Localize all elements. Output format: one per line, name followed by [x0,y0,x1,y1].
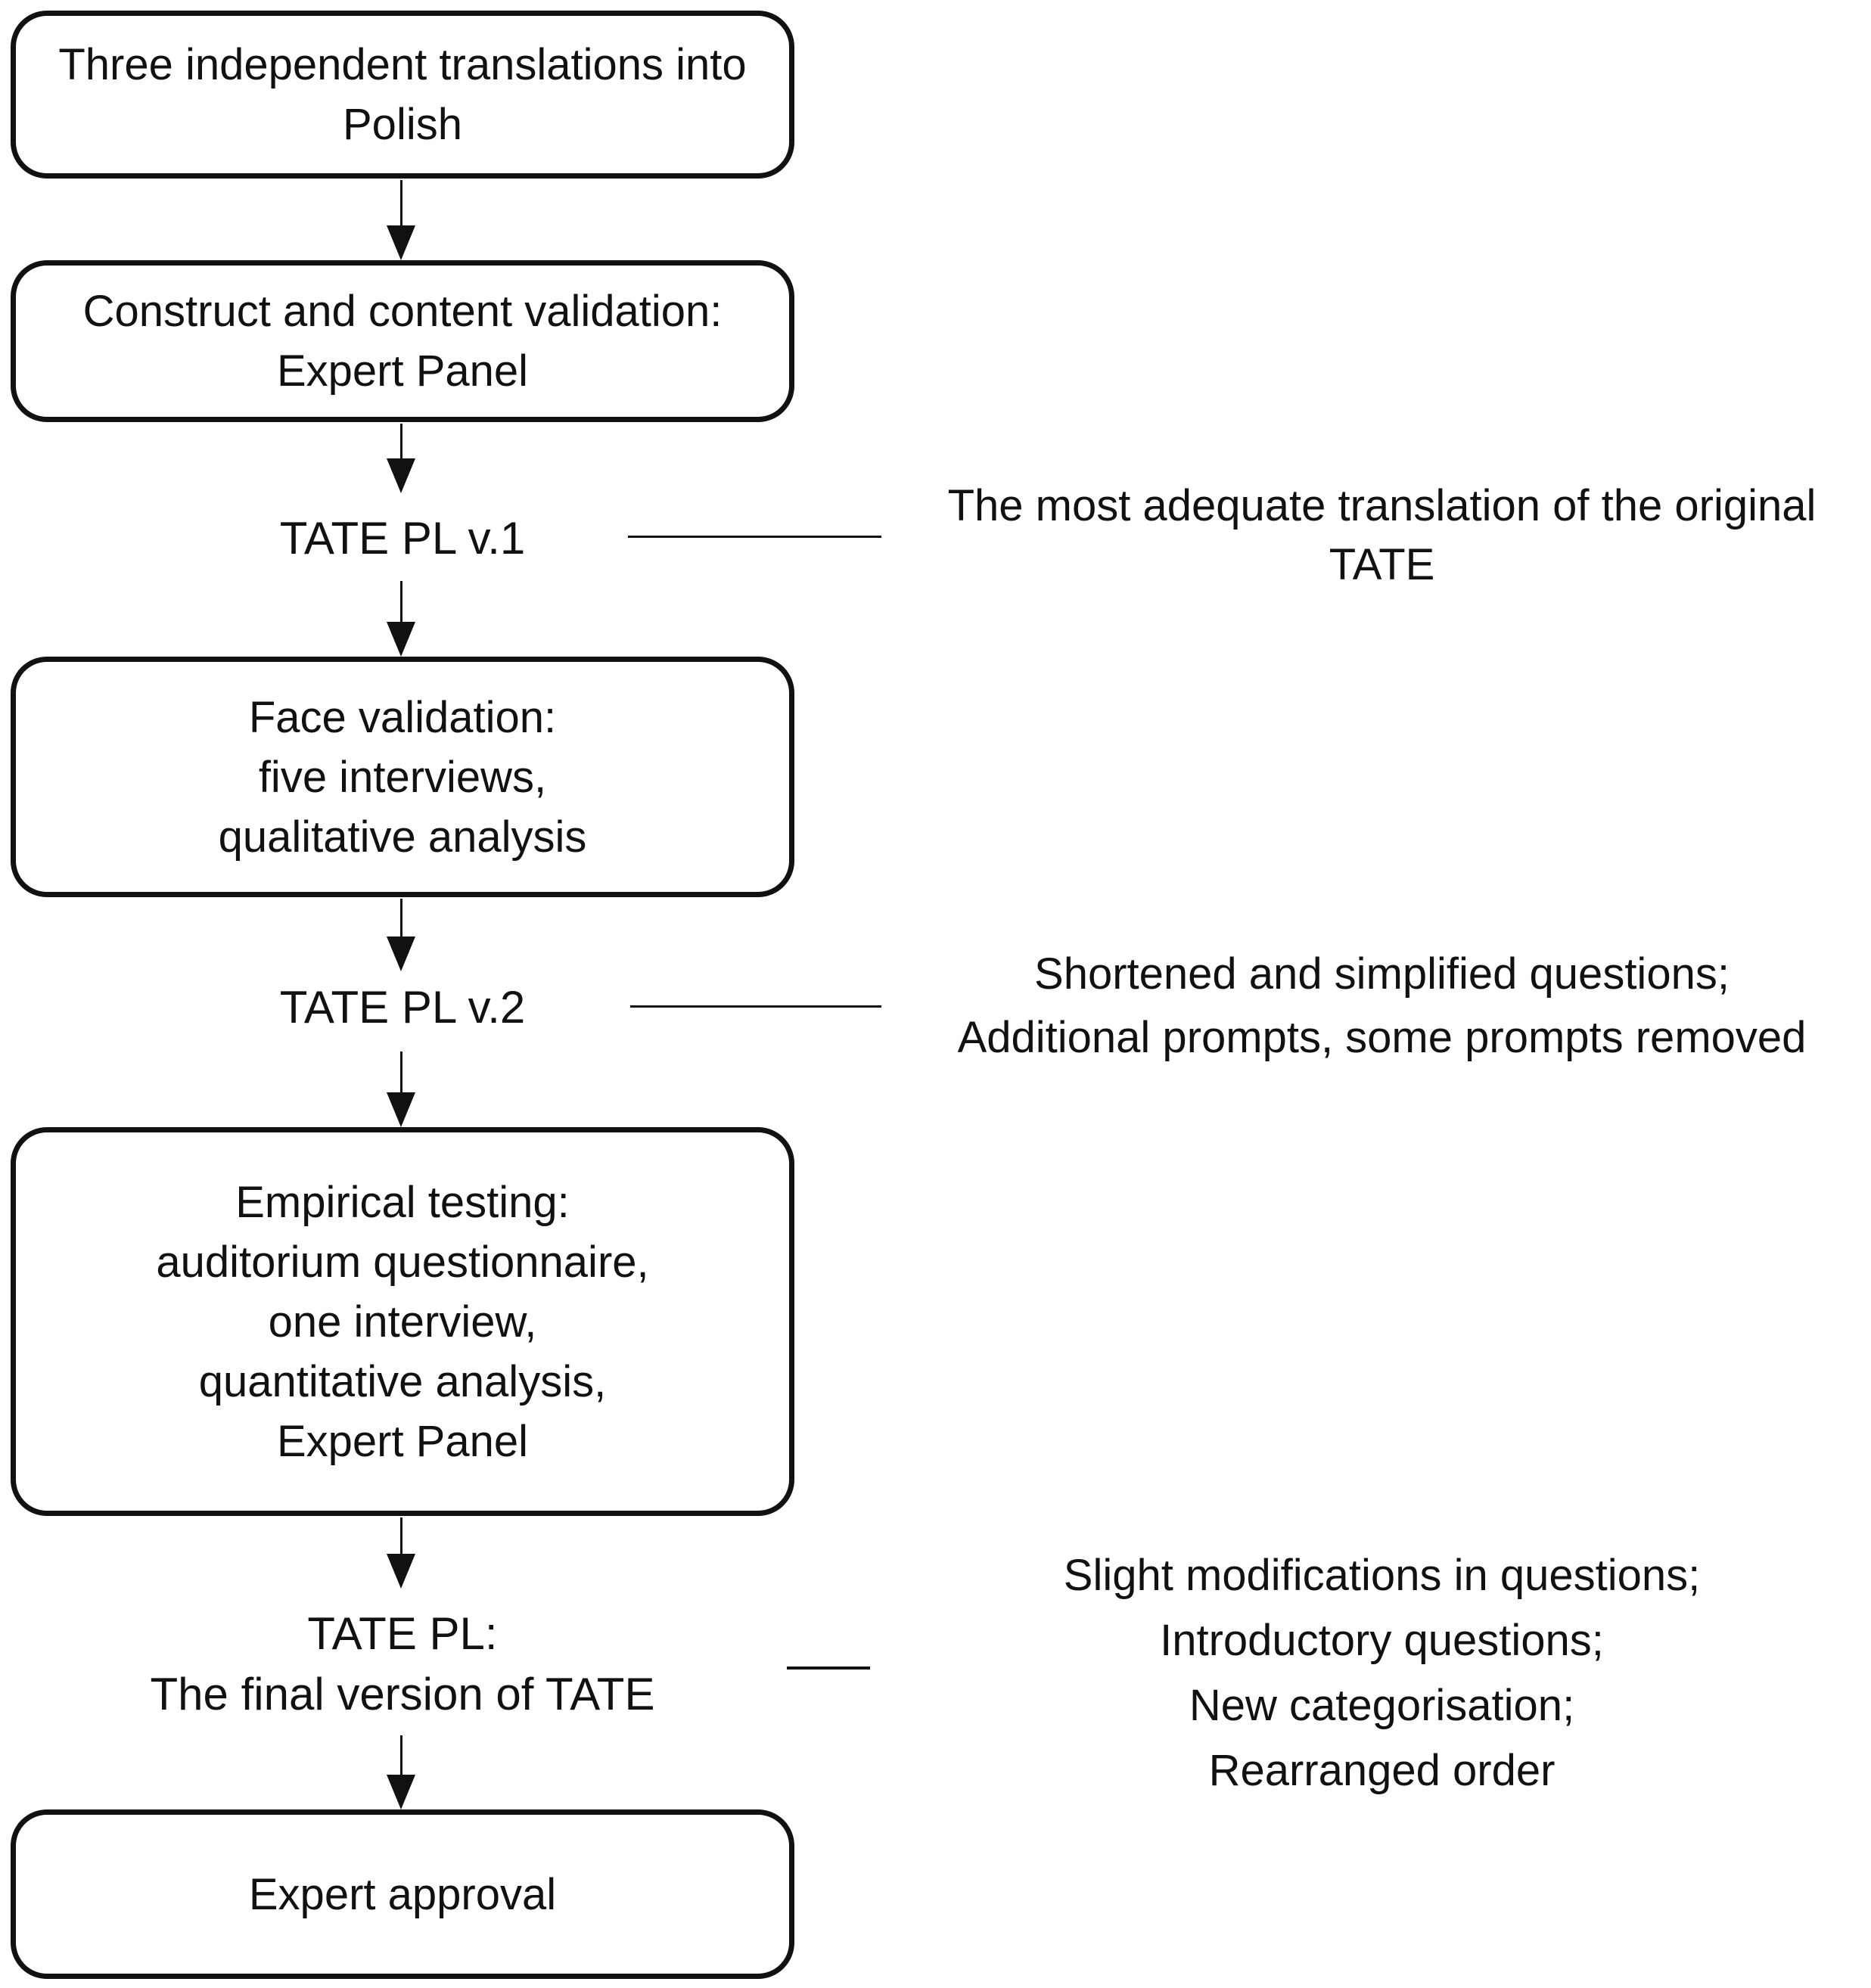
arrow-down-icon [386,1517,416,1589]
flow-box-expert-approval: Expert approval [11,1809,794,1979]
arrow-shaft [399,424,402,458]
stage-label-tate-pl-final: TATE PL:The final version of TATE [150,1608,655,1719]
arrow-head [387,225,415,260]
annotation-final-note: Slight modifications in questions;Introd… [1063,1551,1701,1795]
arrow-shaft [399,899,402,937]
arrow-down-icon [386,180,416,260]
stage-label-tate-pl-v2: TATE PL v.2 [279,982,526,1033]
arrow-shaft [399,1735,402,1775]
arrow-shaft [399,581,402,622]
arrow-head [387,622,415,657]
arrow-shaft [399,180,402,225]
annotation-v2-note: Shortened and simplified questions;Addit… [957,949,1807,1062]
arrow-head [387,1775,415,1809]
arrow-down-icon [386,899,416,971]
connector-line-final-note [787,1667,870,1670]
arrow-head [387,1554,415,1589]
connector-line-v2-note [630,1005,881,1008]
arrow-shaft [399,1517,402,1554]
flow-box-face-validation: Face validation:five interviews,qualitat… [11,657,794,897]
connector-line-v1-note [628,536,881,538]
flow-box-construct-content-validation: Construct and content validation:Expert … [11,260,794,422]
stage-label-tate-pl-v1: TATE PL v.1 [279,513,526,564]
arrow-down-icon [386,581,416,657]
arrow-head [387,937,415,971]
flow-box-empirical-testing: Empirical testing:auditorium questionnai… [11,1127,794,1516]
annotation-v1-note: The most adequate translation of the ori… [947,481,1817,589]
arrow-shaft [399,1051,402,1092]
arrow-head [387,1092,415,1127]
arrow-down-icon [386,1051,416,1127]
arrow-head [387,458,415,493]
arrow-down-icon [386,1735,416,1809]
arrow-down-icon [386,424,416,493]
